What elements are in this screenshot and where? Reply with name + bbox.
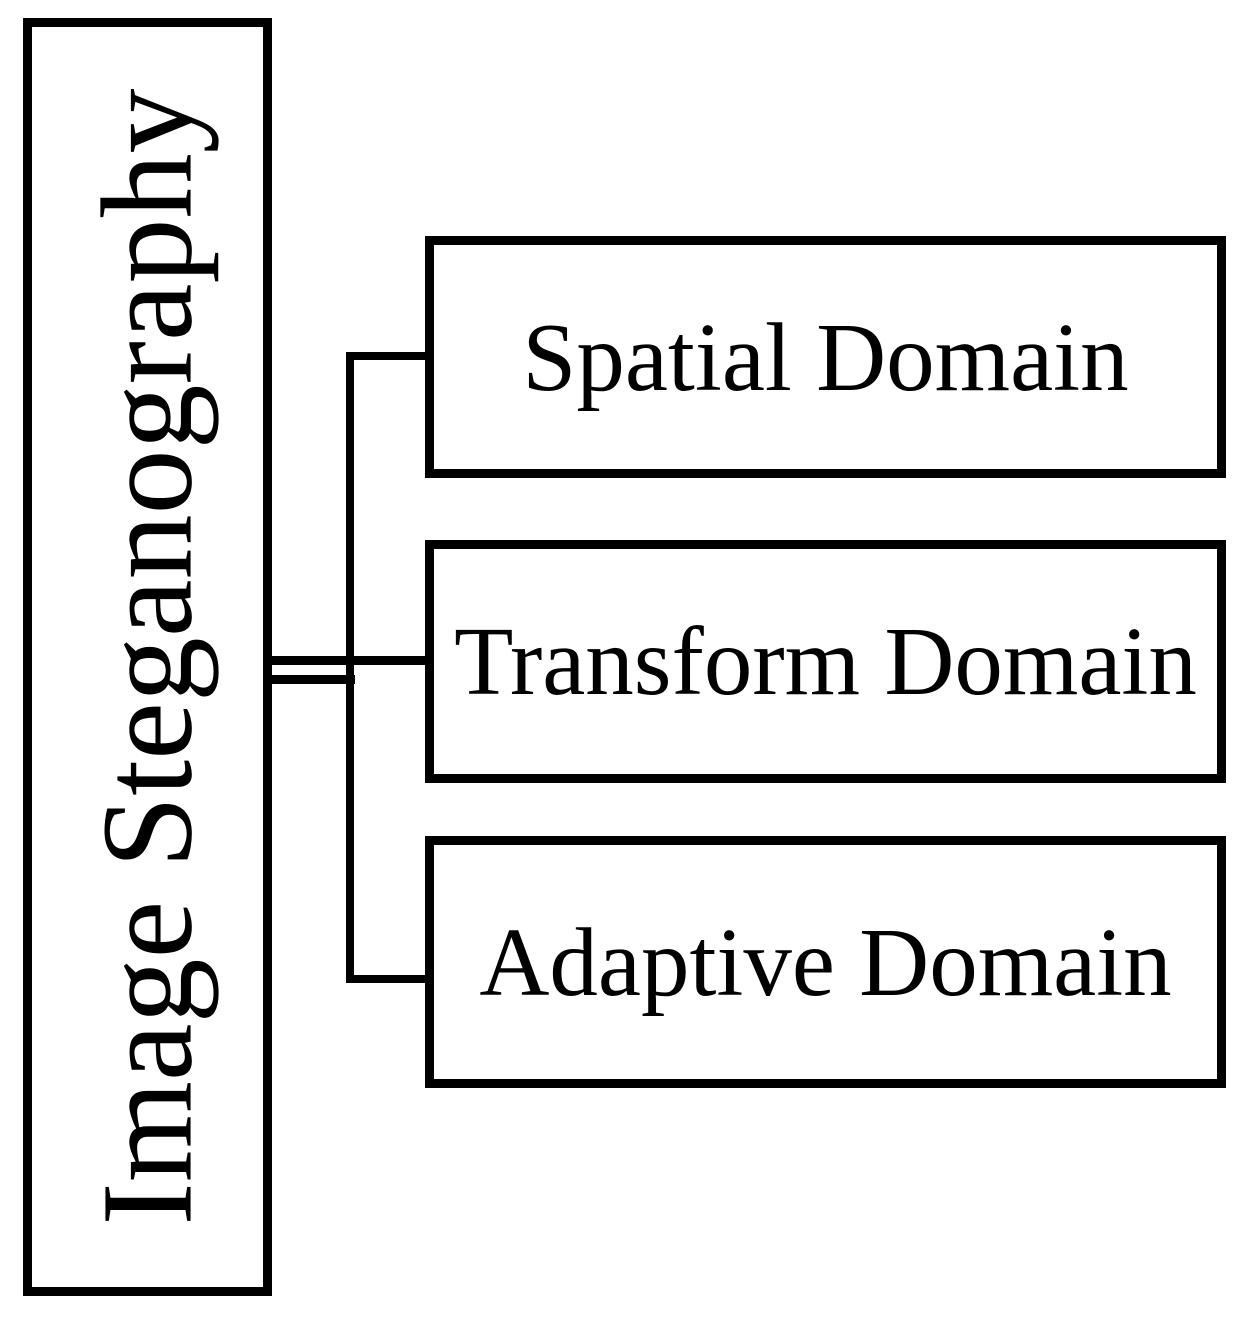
- connector-trunk: [346, 352, 354, 983]
- node-adaptive-domain-label: Adaptive Domain: [479, 908, 1172, 1016]
- root-node-label: Image Steganography: [75, 88, 220, 1226]
- connector-branch-adaptive: [346, 975, 425, 983]
- node-spatial-domain: Spatial Domain: [425, 236, 1226, 478]
- node-transform-domain-label: Transform Domain: [454, 608, 1197, 715]
- root-node-image-steganography: Image Steganography: [23, 18, 272, 1296]
- node-adaptive-domain: Adaptive Domain: [425, 836, 1226, 1088]
- node-transform-domain: Transform Domain: [425, 540, 1226, 783]
- connector-branch-spatial: [346, 352, 425, 360]
- connector-double-line-bottom: [272, 675, 355, 684]
- node-spatial-domain-label: Spatial Domain: [522, 303, 1129, 411]
